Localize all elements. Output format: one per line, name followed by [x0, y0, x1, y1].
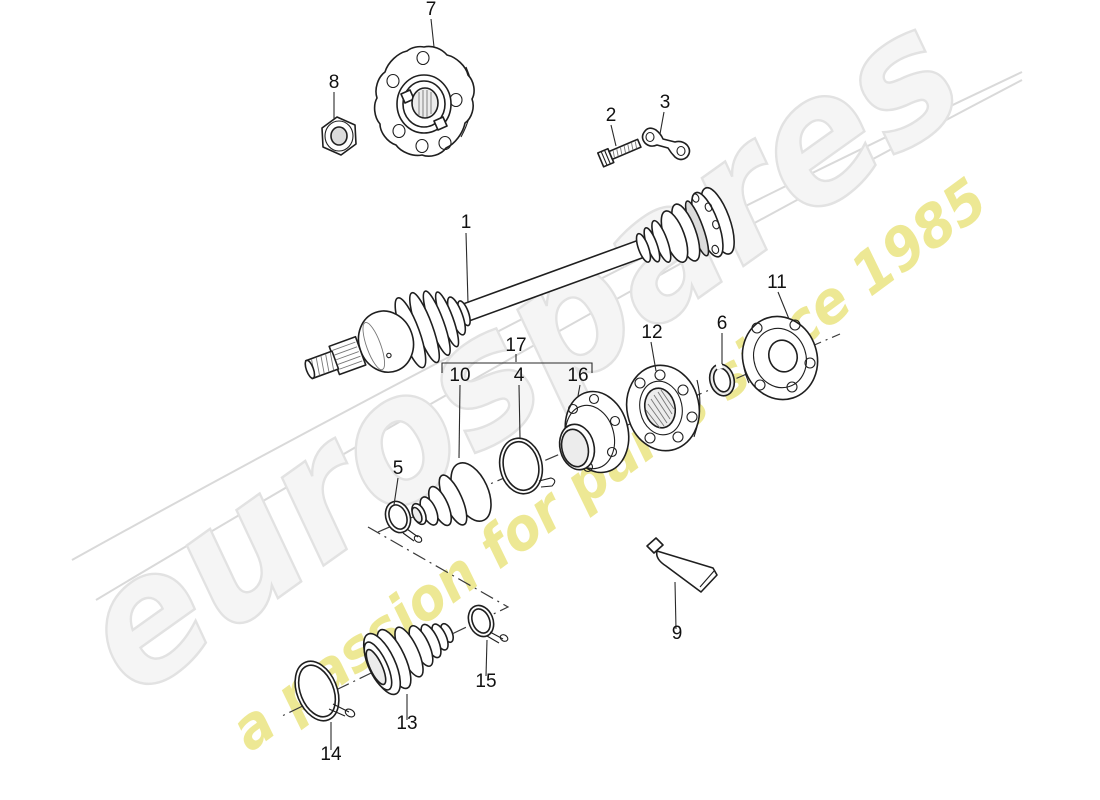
clamping-ring	[498, 437, 556, 495]
part-label-6[interactable]: 6	[717, 313, 728, 334]
hose-clamp	[467, 604, 509, 644]
part-label-2[interactable]: 2	[606, 105, 617, 126]
part-label-9[interactable]: 9	[672, 623, 683, 644]
part-label-4[interactable]: 4	[514, 365, 525, 386]
protective-cap	[558, 390, 630, 474]
part-label-5[interactable]: 5	[393, 458, 404, 479]
part-label-12[interactable]: 12	[641, 322, 662, 343]
circlip	[708, 361, 736, 397]
part-label-14[interactable]: 14	[320, 744, 342, 765]
swoosh-graphic	[71, 71, 1023, 601]
bolt	[596, 138, 642, 168]
wheel-hub-flange	[373, 45, 475, 157]
part-label-17[interactable]: 17	[505, 335, 526, 356]
part-labels: 7 8 2 3 1 11 6 12 17 10 4 16 5 9 15 13 1…	[320, 0, 786, 765]
part-label-1[interactable]: 1	[461, 212, 472, 233]
part-label-16[interactable]: 16	[567, 365, 588, 386]
part-label-7[interactable]: 7	[426, 0, 437, 20]
cv-boot-inner	[411, 462, 492, 527]
part-label-15[interactable]: 15	[475, 671, 496, 692]
lock-nut	[321, 116, 357, 156]
leader-lines	[330, 18, 790, 750]
drive-shaft	[304, 186, 735, 380]
cv-boot-outer	[362, 622, 454, 696]
cv-joint	[625, 364, 701, 452]
part-label-11[interactable]: 11	[767, 272, 787, 293]
part-label-3[interactable]: 3	[660, 92, 671, 113]
part-label-8[interactable]: 8	[329, 72, 340, 93]
lower-cluster-axis	[281, 526, 510, 717]
part-label-10[interactable]: 10	[449, 365, 470, 386]
hose-clamp-small	[384, 500, 423, 543]
group-17-bracket	[441, 362, 593, 373]
grease-tube	[646, 537, 718, 593]
hose-clamp-large	[294, 660, 356, 722]
part-label-13[interactable]: 13	[396, 713, 417, 734]
connecting-flange	[741, 315, 819, 401]
retaining-clip	[641, 127, 691, 161]
